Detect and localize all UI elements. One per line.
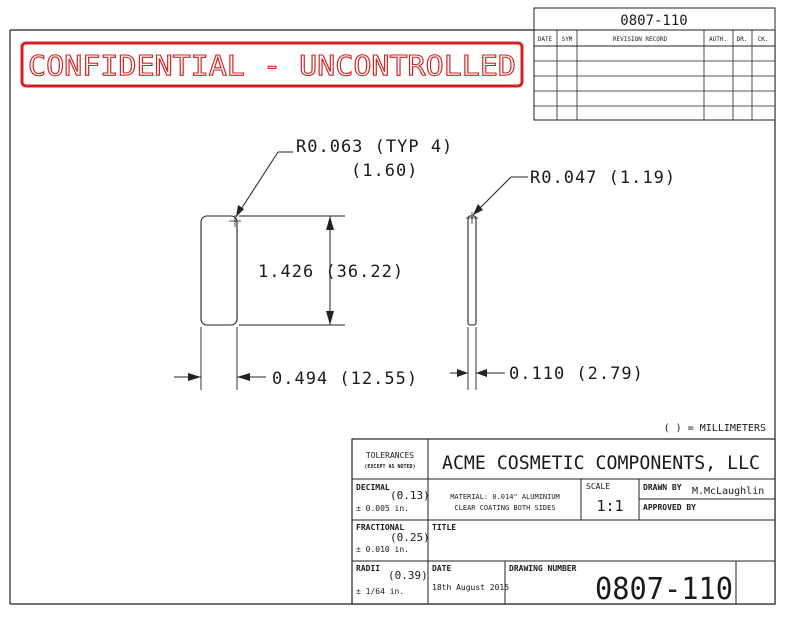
thickness-label: 0.110 (2.79) <box>509 364 644 384</box>
height-dimension <box>239 215 345 326</box>
title-block <box>351 438 776 605</box>
fractional-label: FRACTIONAL <box>356 523 404 532</box>
decimal-value: ± 0.005 in. <box>356 504 409 513</box>
radius-leader-small <box>466 176 528 224</box>
revision-block: 0807-110 DATE SYM REVISION RECORD AUTH. … <box>533 7 776 121</box>
stamp-text: CONFIDENTIAL - UNCONTROLLED <box>28 49 516 82</box>
scale-label: SCALE <box>586 482 610 491</box>
radius-large-label: R0.063 (TYP 4) <box>296 137 453 157</box>
rev-header-auth: AUTH. <box>709 36 727 43</box>
drawn-by-label: DRAWN BY <box>643 483 682 492</box>
part-front-view <box>200 215 238 326</box>
rev-header-sym: SYM <box>562 36 573 43</box>
height-label: 1.426 (36.22) <box>258 262 404 282</box>
fractional-mm: (0.25) <box>390 531 430 544</box>
width-dimension <box>174 327 266 390</box>
date-label: DATE <box>432 564 451 573</box>
units-note: ( ) = MILLIMETERS <box>664 423 766 434</box>
radii-value: ± 1/64 in. <box>356 587 404 596</box>
confidential-stamp: CONFIDENTIAL - UNCONTROLLED <box>20 41 524 88</box>
tolerances-label: TOLERANCES <box>366 451 414 460</box>
decimal-mm: (0.13) <box>390 489 430 502</box>
material-line1: MATERIAL: 0.014" ALUMINIUM <box>450 493 560 501</box>
date-value: 18th August 2015 <box>432 583 509 592</box>
company-name: ACME COSMETIC COMPONENTS, LLC <box>442 452 760 474</box>
rev-header-ck: CK. <box>758 36 769 43</box>
revision-drawing-number: 0807-110 <box>620 13 687 29</box>
material-line2: CLEAR COATING BOTH SIDES <box>454 504 555 512</box>
width-label: 0.494 (12.55) <box>272 369 418 389</box>
drawn-by-value: M.McLaughlin <box>692 486 764 497</box>
radii-mm: (0.39) <box>388 569 428 582</box>
thickness-dimension <box>450 327 505 390</box>
except-as-noted-label: (EXCEPT AS NOTED) <box>364 464 415 470</box>
decimal-label: DECIMAL <box>356 483 390 492</box>
drawing-number-label: DRAWING NUMBER <box>509 564 577 573</box>
title-label: TITLE <box>432 523 456 532</box>
approved-by-label: APPROVED BY <box>643 503 696 512</box>
radii-label: RADII <box>356 564 380 573</box>
part-side-view <box>467 215 477 326</box>
radius-large-mm-label: (1.60) <box>351 161 418 181</box>
radius-small-label: R0.047 (1.19) <box>530 168 676 188</box>
rev-header-record: REVISION RECORD <box>613 36 668 43</box>
rev-header-date: DATE <box>538 36 553 43</box>
drawing-number-value: 0807-110 <box>595 572 733 607</box>
radius-leader-large <box>229 151 293 227</box>
scale-value: 1:1 <box>596 497 623 515</box>
rev-header-dr: DR. <box>737 36 748 43</box>
fractional-value: ± 0.010 in. <box>356 545 409 554</box>
